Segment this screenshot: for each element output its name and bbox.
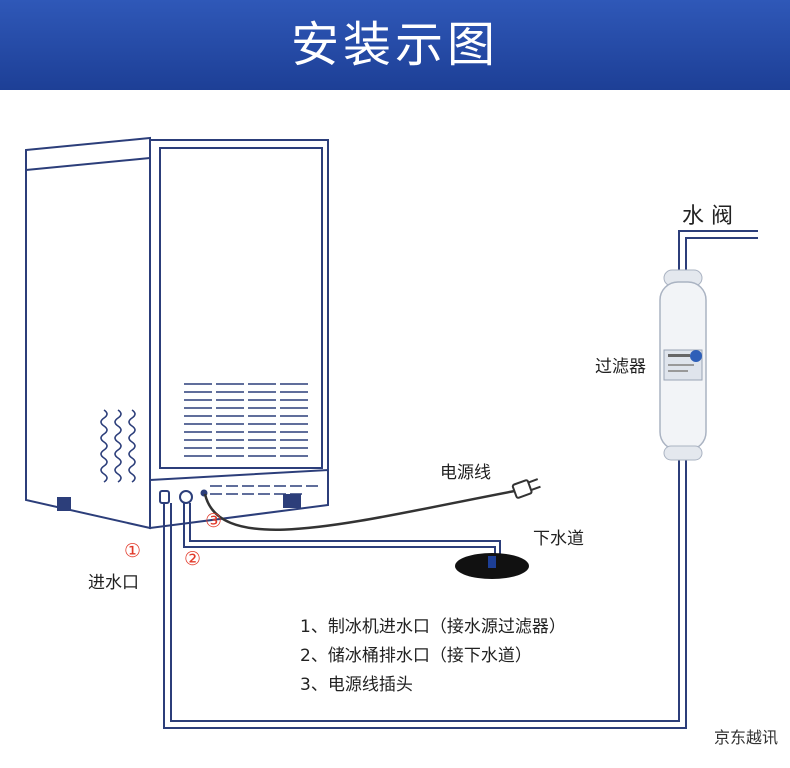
ice-machine (25, 136, 329, 530)
marker-2: ② (184, 548, 202, 570)
water-pipe (163, 230, 758, 729)
water-valve-label: 水 阀 (682, 204, 733, 229)
power-cord (203, 488, 521, 531)
inlet-label: 进水口 (88, 573, 139, 593)
side-vents (100, 409, 136, 483)
water-filter (659, 269, 707, 461)
filter-label: 过滤器 (595, 357, 646, 377)
note-item: 2、储冰桶排水口（接下水道） (300, 646, 532, 666)
marker-1: ① (124, 540, 142, 562)
header-banner: 安装示图 (0, 0, 790, 90)
note-item: 1、制冰机进水口（接水源过滤器） (300, 617, 566, 637)
notes-list: 1、制冰机进水口（接水源过滤器） 2、储冰桶排水口（接下水道） 3、电源线插头 (300, 613, 566, 700)
plug-icon (511, 478, 541, 499)
drain-label: 下水道 (533, 529, 584, 549)
note-item: 3、电源线插头 (300, 675, 413, 695)
drain-pipe-end (488, 556, 496, 568)
watermark: 京东越讯 (713, 728, 778, 747)
front-vents (184, 383, 318, 495)
marker-3: ③ (205, 510, 223, 532)
page-title: 安装示图 (290, 17, 499, 73)
power-cord-label: 电源线 (440, 463, 491, 483)
